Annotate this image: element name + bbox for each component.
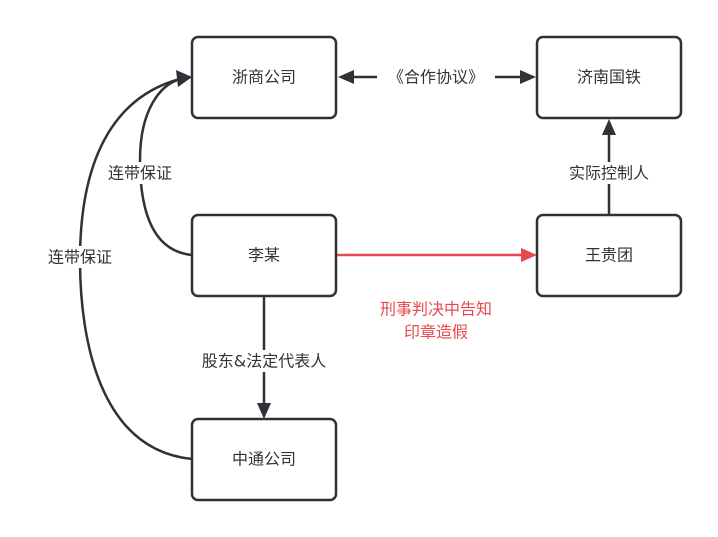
- edge-li-to-zheshang: [138, 77, 193, 257]
- node-box: [190, 213, 338, 298]
- node-box: [535, 213, 683, 298]
- arrowhead-jinan-bottom: [602, 119, 616, 135]
- node-box: [190, 35, 338, 120]
- node-zheshang[interactable]: 浙商公司: [190, 35, 338, 120]
- edge-zhongtong-to-zheshang: [78, 77, 193, 461]
- node-label-zheshang: 浙商公司: [232, 68, 296, 87]
- node-label-li: 李某: [248, 246, 280, 265]
- label-criminal-line1: 刑事判决中告知: [380, 300, 492, 319]
- node-zhongtong[interactable]: 中通公司: [190, 417, 338, 502]
- arrowhead-agreement-right: [520, 70, 536, 84]
- node-box: [190, 417, 338, 502]
- label-joint-guarantee-zhongtong: 连带保证: [48, 248, 112, 267]
- node-label-jinan: 济南国铁: [577, 68, 641, 87]
- node-label-zhongtong: 中通公司: [232, 450, 296, 469]
- label-joint-guarantee-li: 连带保证: [108, 164, 172, 183]
- label-bg: [188, 350, 340, 372]
- arrowhead-zheshang-left: [176, 70, 192, 87]
- label-shareholder: 股东&法定代表人: [202, 352, 326, 371]
- label-criminal-line2: 印章造假: [404, 323, 468, 342]
- node-li[interactable]: 李某: [190, 213, 338, 298]
- arrowhead-wang-left: [521, 248, 537, 262]
- label-bg: [556, 162, 662, 184]
- node-label-wang: 王贵团: [585, 246, 633, 265]
- label-bg: [98, 162, 182, 184]
- label-actual-controller: 实际控制人: [569, 164, 649, 183]
- node-jinan[interactable]: 济南国铁: [535, 35, 683, 120]
- node-box: [535, 35, 683, 120]
- arrowhead-zhongtong-top: [257, 403, 271, 419]
- label-bg: [38, 246, 122, 268]
- arrowhead-agreement-left: [338, 70, 354, 84]
- node-wang[interactable]: 王贵团: [535, 213, 683, 298]
- label-agreement: 《合作协议》: [388, 68, 484, 87]
